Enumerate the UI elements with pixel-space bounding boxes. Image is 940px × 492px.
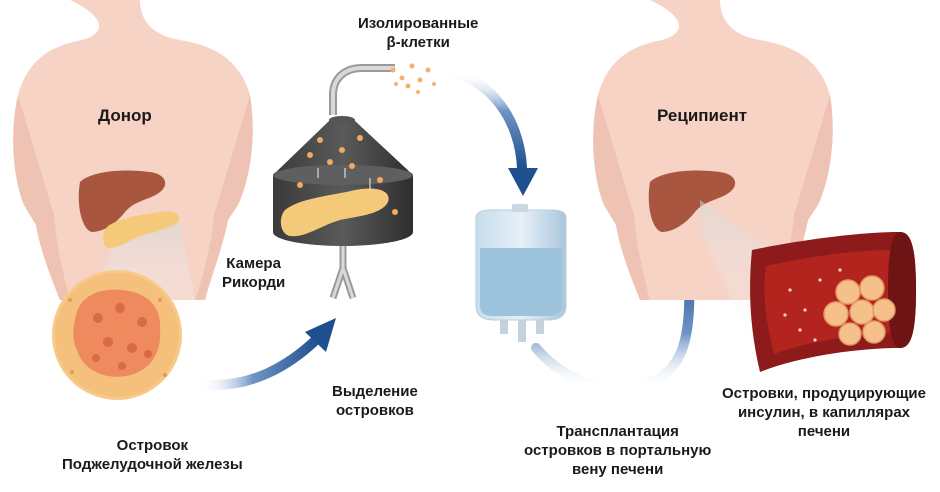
isolated-cells-line-2: β-клетки bbox=[386, 34, 450, 51]
recipient-label: Реципиент bbox=[657, 106, 748, 125]
liver-capillary bbox=[750, 232, 916, 372]
ricordi-chamber bbox=[273, 64, 413, 300]
islet-label: Островок Поджелудочной железы bbox=[62, 436, 243, 474]
ricordi-label: Камера Рикорди bbox=[222, 254, 285, 292]
transplant-line-3: вену печени bbox=[572, 461, 664, 478]
ricordi-line-2: Рикорди bbox=[222, 274, 286, 291]
recipient-liver bbox=[648, 170, 736, 232]
producing-line-1: Островки, продуцирующие bbox=[722, 385, 926, 402]
islet-line-2: Поджелудочной железы bbox=[62, 456, 243, 473]
transplant-line-1: Трансплантация bbox=[556, 423, 679, 440]
arrow-to-iv-bag bbox=[443, 67, 538, 196]
donor-liver bbox=[78, 170, 166, 232]
donor-label: Донор bbox=[98, 106, 152, 125]
isolation-line-2: островков bbox=[335, 402, 414, 419]
isolated-cells-line-1: Изолированные bbox=[358, 15, 479, 32]
transplant-line-2: островков в портальную bbox=[524, 442, 712, 459]
producing-label: Островки, продуцирующие инсулин, в капил… bbox=[722, 384, 926, 441]
pancreas-islet bbox=[52, 270, 182, 400]
ricordi-line-1: Камера bbox=[226, 255, 281, 272]
isolation-line-1: Выделение bbox=[332, 383, 418, 400]
donor-pancreas bbox=[103, 211, 179, 249]
iv-bag bbox=[475, 204, 567, 342]
isolated-beta-cells bbox=[390, 63, 436, 94]
islet-line-1: Островок bbox=[116, 437, 189, 454]
isolated-cells-label: Изолированные β-клетки bbox=[358, 14, 478, 52]
donor-body bbox=[13, 0, 253, 330]
producing-line-3: печени bbox=[797, 423, 851, 440]
transplant-label: Трансплантация островков в портальную ве… bbox=[524, 422, 711, 479]
recipient-body bbox=[593, 0, 833, 360]
isolation-label: Выделение островков bbox=[332, 382, 418, 420]
arrow-to-chamber bbox=[195, 318, 336, 390]
producing-line-2: инсулин, в капиллярах bbox=[737, 404, 911, 421]
